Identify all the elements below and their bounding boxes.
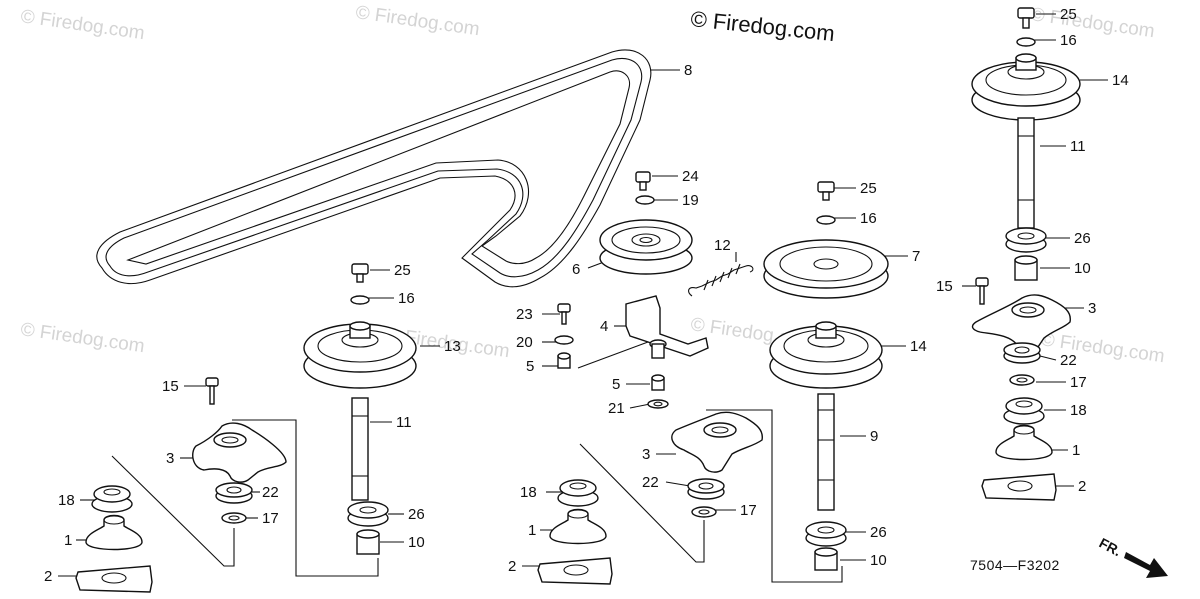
- tension-spring: [687, 263, 754, 297]
- callout-26-center: 26: [870, 524, 887, 541]
- callout-24: 24: [682, 168, 699, 185]
- front-direction-indicator: FR.: [1097, 535, 1168, 578]
- callout-4: 4: [600, 318, 608, 335]
- callout-22-left: 22: [262, 484, 279, 501]
- callout-20: 20: [516, 334, 533, 351]
- left-spindle-assembly: [75, 263, 417, 593]
- callout-1-center: 1: [528, 522, 536, 539]
- callout-25-right: 25: [1060, 6, 1077, 23]
- callout-25-left: 25: [394, 262, 411, 279]
- callout-5-b: 5: [612, 376, 620, 393]
- callout-11-left: 11: [396, 414, 412, 431]
- callout-10-right: 10: [1074, 260, 1091, 277]
- callout-2-center: 2: [508, 558, 516, 575]
- callout-13: 13: [444, 338, 461, 355]
- front-label: FR.: [1097, 535, 1124, 560]
- callout-5-a: 5: [526, 358, 534, 375]
- watermark-2: © Firedog.com: [354, 2, 481, 40]
- callout-17-center: 17: [740, 502, 757, 519]
- watermark-3: © Firedog.com: [1029, 4, 1156, 42]
- idler-arm-bracket: [554, 295, 709, 409]
- callout-2-right: 2: [1078, 478, 1086, 495]
- callout-19: 19: [682, 192, 699, 209]
- assembly-frames: [111, 341, 843, 583]
- callout-15-left: 15: [162, 378, 179, 395]
- callout-23: 23: [516, 306, 533, 323]
- diagram-code: 7504—F3202: [970, 557, 1060, 573]
- idler-pulley-assembly: [599, 171, 693, 275]
- callout-11-right: 11: [1070, 138, 1086, 155]
- watermark-1: © Firedog.com: [19, 6, 146, 44]
- callout-3-right: 3: [1088, 300, 1096, 317]
- watermark-4: © Firedog.com: [19, 319, 146, 357]
- callout-9: 9: [870, 428, 878, 445]
- callout-25-center: 25: [860, 180, 877, 197]
- callout-17-right: 17: [1070, 374, 1087, 391]
- drive-belt: [96, 49, 652, 288]
- callout-15-right: 15: [936, 278, 953, 295]
- callout-6: 6: [572, 261, 580, 278]
- callout-18-center: 18: [520, 484, 537, 501]
- callout-14-right: 14: [1112, 72, 1129, 89]
- callout-18-left: 18: [58, 492, 75, 509]
- right-spindle-assembly: [971, 7, 1081, 501]
- callout-12: 12: [714, 237, 731, 254]
- watermark-7: © Firedog.com: [1039, 329, 1166, 367]
- callout-7: 7: [912, 248, 920, 265]
- callout-3-left: 3: [166, 450, 174, 467]
- center-housing-stack: [537, 411, 763, 585]
- leaders: 8 25 16 14 11 26 10 15 3 22 17 18 1 2 24…: [44, 6, 1129, 585]
- callout-14-center: 14: [910, 338, 927, 355]
- callout-22-right: 22: [1060, 352, 1077, 369]
- callout-10-center: 10: [870, 552, 887, 569]
- callout-8: 8: [684, 62, 692, 79]
- callout-22-center: 22: [642, 474, 659, 491]
- callout-16-right: 16: [1060, 32, 1077, 49]
- front-arrow-icon: [1124, 552, 1168, 578]
- callout-26-right: 26: [1074, 230, 1091, 247]
- callout-1-right: 1: [1072, 442, 1080, 459]
- callout-17-left: 17: [262, 510, 279, 527]
- callout-3-center: 3: [642, 446, 650, 463]
- callout-26-left: 26: [408, 506, 425, 523]
- center-spindle-assembly: [763, 181, 889, 571]
- copyright-text: © Firedog.com: [689, 6, 835, 46]
- callout-21: 21: [608, 400, 625, 417]
- callout-16-center: 16: [860, 210, 877, 227]
- callout-16-left: 16: [398, 290, 415, 307]
- callout-18-right: 18: [1070, 402, 1087, 419]
- callout-10-left: 10: [408, 534, 425, 551]
- callout-1-left: 1: [64, 532, 72, 549]
- callout-2-left: 2: [44, 568, 52, 585]
